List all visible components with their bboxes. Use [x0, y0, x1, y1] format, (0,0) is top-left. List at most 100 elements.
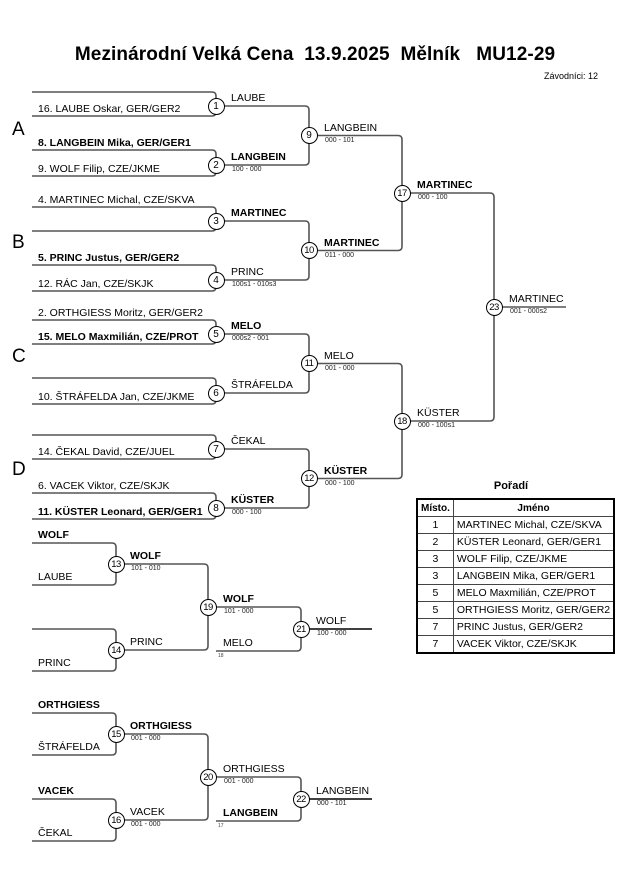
repechage-entry: LAUBE	[38, 571, 73, 583]
repechage-entry: ČEKAL	[38, 827, 73, 839]
match-23-score: 001 - 000s2	[510, 308, 547, 315]
match-2-score: 100 - 000	[232, 166, 262, 173]
match-number-6: 6	[207, 384, 225, 402]
group-label-b: B	[12, 232, 25, 253]
match-number-2: 2	[207, 156, 225, 174]
match-23-winner: MARTINEC	[509, 293, 564, 305]
ranking-header-row: Místo. Jméno	[416, 498, 615, 517]
repechage-loser-source: 17	[218, 823, 224, 829]
match-15-score: 001 - 000	[131, 735, 161, 742]
match-number-7: 7	[207, 440, 225, 458]
match-number-11: 11	[300, 355, 318, 372]
match-number-18: 18	[393, 412, 411, 430]
ranking-place: 2	[416, 533, 454, 551]
match-16-winner: VACEK	[130, 806, 165, 818]
match-number-8: 8	[207, 499, 225, 517]
match-10-score: 011 - 000	[325, 251, 355, 259]
competitor-entry: 2. ORTHGIESS Moritz, GER/GER2	[38, 307, 203, 319]
group-label-c: C	[12, 346, 26, 367]
ranking-name: KÜSTER Leonard, GER/GER1	[452, 533, 615, 551]
match-11-score: 001 - 000	[325, 364, 355, 372]
match-18-winner: KÜSTER	[417, 407, 460, 419]
ranking-name: VACEK Viktor, CZE/SKJK	[452, 635, 615, 654]
competitor-entry: 9. WOLF Filip, CZE/JKME	[38, 163, 160, 175]
match-number-19: 19	[199, 598, 217, 616]
ranking-name: LANGBEIN Mika, GER/GER1	[452, 567, 615, 585]
bracket-sf-top	[317, 134, 403, 252]
ranking-name: MARTINEC Michal, CZE/SKVA	[452, 516, 615, 534]
repechage-loser-in: LANGBEIN	[223, 807, 278, 819]
repechage-entry: ŠTRÁFELDA	[38, 741, 100, 753]
competitor-entry: 16. LAUBE Oskar, GER/GER2	[38, 103, 181, 115]
match-4-winner: PRINC	[231, 266, 264, 278]
match-21-winner: WOLF	[316, 615, 347, 627]
competitor-entry: 8. LANGBEIN Mika, GER/GER1	[38, 137, 191, 149]
match-5-winner: MELO	[231, 320, 262, 332]
match-1-winner: LAUBE	[231, 92, 266, 104]
ranking-header-place: Místo.	[416, 498, 454, 517]
match-18-score: 000 - 100s1	[418, 422, 455, 429]
repechage-entry: PRINC	[38, 657, 71, 669]
match-8-winner: KÜSTER	[231, 494, 275, 506]
match-20-score: 001 - 000	[224, 778, 254, 785]
competitor-entry: 5. PRINC Justus, GER/GER2	[38, 252, 180, 264]
competitors-count: Závodníci: 12	[543, 71, 598, 81]
bracket-sf-bottom	[317, 362, 403, 480]
match-number-4: 4	[207, 271, 225, 289]
ranking-place: 3	[416, 550, 454, 568]
match-17-winner: MARTINEC	[417, 179, 473, 191]
match-number-10: 10	[300, 242, 318, 259]
match-number-14: 14	[107, 641, 125, 659]
match-number-13: 13	[107, 555, 125, 573]
match-number-21: 21	[292, 620, 310, 638]
match-9-score: 000 - 101	[325, 136, 355, 144]
ranking-place: 3	[416, 567, 454, 585]
competitor-entry: 6. VACEK Viktor, CZE/SKJK	[38, 480, 170, 492]
match-7-winner: ČEKAL	[231, 435, 266, 447]
match-10-winner: MARTINEC	[324, 236, 380, 249]
repechage-entry: ORTHGIESS	[38, 699, 100, 711]
match-22-winner: LANGBEIN	[316, 785, 370, 797]
match-number-17: 17	[393, 184, 411, 202]
match-20-winner: ORTHGIESS	[223, 763, 285, 775]
competitor-entry: 15. MELO Maxmilián, CZE/PROT	[38, 331, 199, 343]
bracket-final	[410, 192, 495, 422]
match-19-score: 101 - 000	[224, 608, 254, 615]
repechage-loser-in: MELO	[223, 637, 253, 649]
match-number-22: 22	[292, 790, 310, 808]
competitor-entry: 12. RÁC Jan, CZE/SKJK	[38, 278, 154, 290]
match-9-winner: LANGBEIN	[324, 121, 378, 134]
competitor-entry: 14. ČEKAL David, CZE/JUEL	[38, 446, 175, 458]
match-22-score: 000 - 101	[317, 800, 347, 807]
match-11-winner: MELO	[324, 349, 354, 362]
match-21-score: 100 - 000	[317, 630, 347, 637]
match-number-16: 16	[107, 811, 125, 829]
competitor-entry: 10. ŠTRÁFELDA Jan, CZE/JKME	[38, 391, 195, 403]
match-5-score: 000s2 - 001	[232, 335, 269, 342]
ranking-name: ORTHGIESS Moritz, GER/GER2	[452, 601, 615, 619]
match-12-winner: KÜSTER	[324, 464, 368, 477]
ranking-place: 7	[416, 635, 454, 654]
ranking-header-name: Jméno	[452, 498, 615, 517]
match-number-3: 3	[207, 212, 225, 230]
match-13-score: 101 - 010	[131, 565, 161, 572]
group-label-d: D	[12, 459, 26, 480]
match-number-1: 1	[207, 97, 225, 115]
match-number-15: 15	[107, 725, 125, 743]
repechage-loser-source: 18	[218, 653, 224, 659]
match-15-winner: ORTHGIESS	[130, 720, 192, 732]
ranking-name: WOLF Filip, CZE/JKME	[452, 550, 615, 568]
match-number-9: 9	[300, 127, 318, 144]
match-12-score: 000 - 100	[325, 479, 355, 487]
match-number-20: 20	[199, 768, 217, 786]
match-number-5: 5	[207, 325, 225, 343]
bracket-r1-1-top	[32, 206, 217, 232]
